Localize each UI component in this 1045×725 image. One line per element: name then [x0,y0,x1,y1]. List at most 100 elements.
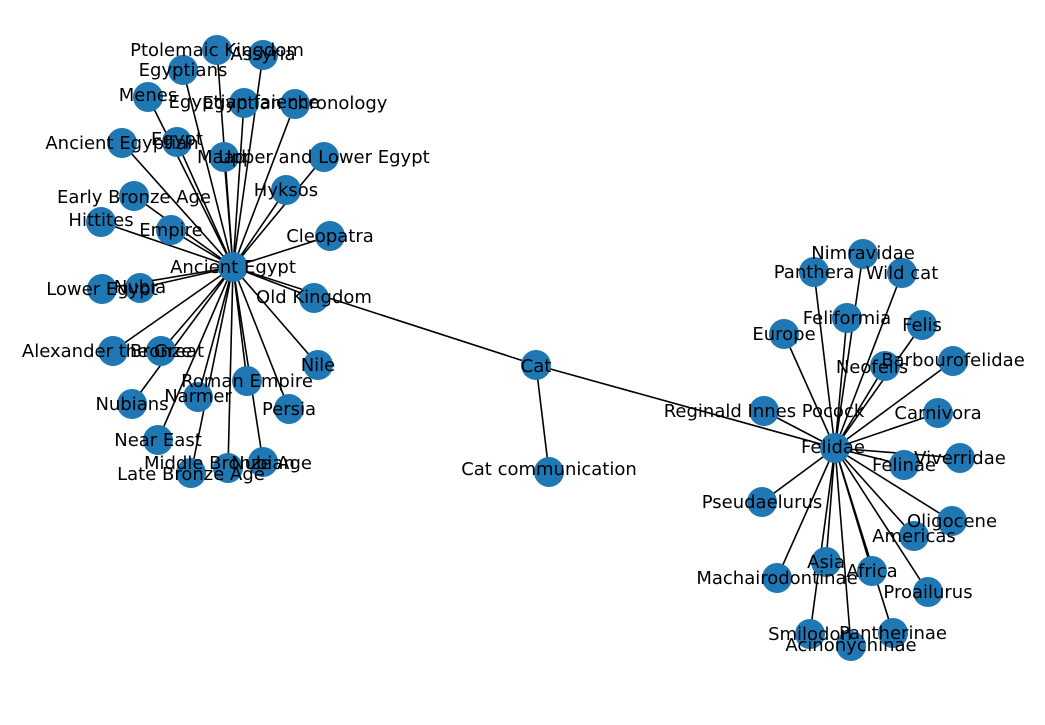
node-cat [521,350,551,380]
edge-felidae-pseudaelurus [761,447,836,503]
edge-ancient-egypt-hittites [100,221,234,268]
node-label-egyptian-faience: Egyptian faience [169,92,320,113]
node-label-panthera: Panthera [774,262,854,283]
node-label-alexander-the-great: Alexander the Great [22,341,204,362]
node-label-hittites: Hittites [68,210,133,231]
node-label-nubians: Nubians [95,394,168,415]
edge-ancient-egypt-narmer [197,266,234,398]
node-label-middle-bronze-age: Middle Bronze Age [144,453,312,474]
node-nubian [248,447,278,477]
node-menes [133,82,163,112]
node-barbourofelidae [938,346,968,376]
node-label-reginald-innes-pocock: Reginald Innes Pocock [664,401,865,422]
node-label-pantherinae: Pantherinae [839,623,947,644]
edge-ancient-egypt-egyptian-chronology [232,103,296,268]
node-label-near-east: Near East [114,430,202,451]
node-hittites [86,207,116,237]
node-panthera [799,257,829,287]
node-label-cat-communication: Cat communication [461,459,637,480]
edge-felidae-carnivora [834,412,939,449]
node-roman-empire [232,366,262,396]
edge-ancient-egypt-menes [147,96,234,268]
node-label-asia: Asia [807,552,845,573]
node-label-carnivora: Carnivora [894,403,981,424]
edge-ancient-egypt-nile [232,266,319,366]
node-nimravidae [848,239,878,269]
edge-felidae-oligocene [834,447,953,522]
nodes-layer [86,35,975,661]
edge-felidae-smilodon [809,447,836,635]
edge-felidae-wild-cat [834,272,903,449]
node-neofelis [870,351,900,381]
edge-felidae-americas [834,447,915,537]
edge-ancient-egypt-nubia [139,266,234,289]
edge-felidae-proailurus [834,447,929,593]
node-upper-and-lower-egypt [309,142,339,172]
edge-ancient-egypt-near-east [157,266,234,441]
edge-felidae-feliformia [834,317,848,449]
node-americas [899,521,929,551]
node-label-persia: Persia [262,399,316,420]
edge-ancient-egypt-maadi [223,156,234,268]
node-label-lower-egypt: Lower Egypt [46,279,158,300]
node-label-acinonychinae: Acinonychinae [785,635,916,656]
node-label-maadi: Maadi [197,147,251,168]
edge-ancient-egypt-middle-bronze-age [227,266,234,469]
node-europe [769,319,799,349]
node-egypt [162,127,192,157]
edge-ancient-egypt-egyptians [182,69,234,268]
node-felis [907,310,937,340]
node-egyptian-chronology [280,89,310,119]
node-hyksos [271,175,301,205]
node-label-oligocene: Oligocene [907,511,997,532]
node-ptolemaic-kingdom [202,35,232,65]
node-ancient-egypt [218,252,248,282]
node-egyptians [168,55,198,85]
node-label-nile: Nile [301,355,336,376]
edge-felidae-barbourofelidae [834,360,954,449]
node-near-east [143,425,173,455]
node-label-nubian: Nubian [231,453,295,474]
edge-ancient-egypt-hyksos [232,189,287,268]
node-assyria [248,40,278,70]
node-carnivora [923,398,953,428]
node-old-kingdom [299,283,329,313]
node-label-nubia: Nubia [114,277,166,298]
edge-cat-felidae [535,364,836,449]
node-felinae [889,450,919,480]
node-label-egypt: Egypt [151,129,203,150]
edge-ancient-egypt-persia [232,266,290,410]
node-nubia [125,273,155,303]
node-nile [303,350,333,380]
node-africa [857,556,887,586]
node-cat-communication [534,457,564,487]
edge-felidae-neofelis [834,365,886,449]
edge-felidae-machairodontinae [776,447,836,579]
node-label-bronze: Bronze [130,341,192,362]
node-wild-cat [887,258,917,288]
node-egyptian-faience [229,88,259,118]
node-label-felidae: Felidae [801,437,865,458]
node-late-bronze-age [176,458,206,488]
node-feliformia [832,303,862,333]
node-felidae [820,433,850,463]
node-label-viverridae: Viverridae [914,448,1006,469]
node-middle-bronze-age [213,453,243,483]
node-label-cat: Cat [521,356,552,377]
node-machairodontinae [762,563,792,593]
node-label-feliformia: Feliformia [803,308,891,329]
edge-ancient-egypt-nubians [131,266,234,405]
node-nubians [117,389,147,419]
node-label-menes: Menes [119,85,177,106]
edge-felidae-acinonychinae [834,447,852,647]
node-acinonychinae [836,631,866,661]
node-label-cleopatra: Cleopatra [286,226,374,247]
edge-ancient-egypt-bronze [160,266,234,352]
node-label-hyksos: Hyksos [254,180,318,201]
node-label-roman-empire: Roman Empire [181,371,313,392]
node-alexander-the-great [98,336,128,366]
node-persia [274,394,304,424]
node-label-early-bronze-age: Early Bronze Age [57,187,211,208]
node-label-smilodon: Smilodon [768,624,852,645]
